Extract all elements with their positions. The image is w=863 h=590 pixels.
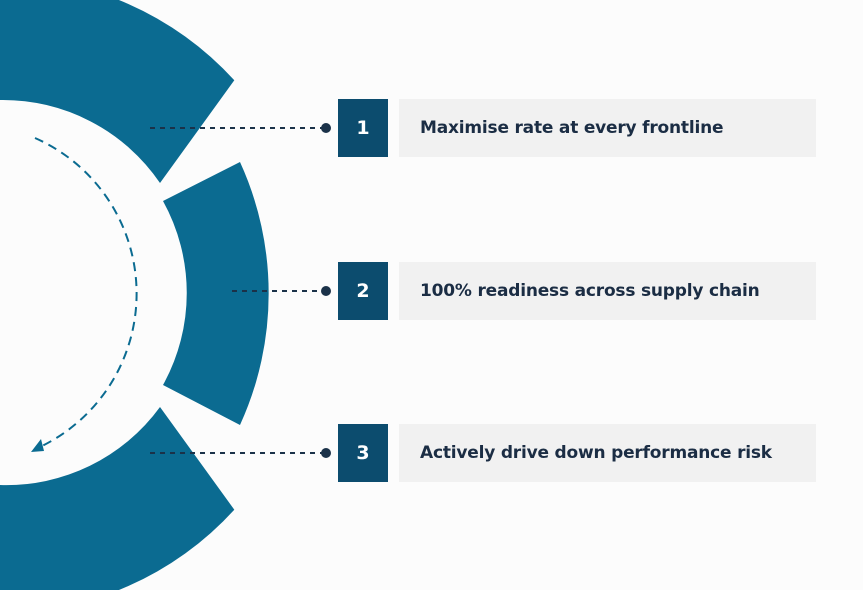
step-badge-3: 3	[338, 424, 388, 482]
ring-segment-1	[0, 0, 235, 183]
connector-dot-3	[321, 448, 331, 458]
step-label-3: Actively drive down performance risk	[420, 443, 772, 463]
step-badge-1: 1	[338, 99, 388, 157]
step-number-2: 2	[356, 280, 370, 302]
step-badge-2: 2	[338, 262, 388, 320]
connector-dot-1	[321, 123, 331, 133]
step-number-3: 3	[356, 442, 370, 464]
step-label-box-2: 100% readiness across supply chain	[399, 262, 816, 320]
step-label-1: Maximise rate at every frontline	[420, 118, 724, 138]
step-number-1: 1	[356, 117, 370, 139]
inner-cycle-arrow	[34, 137, 138, 447]
step-label-2: 100% readiness across supply chain	[420, 281, 760, 301]
ring-segment-2	[163, 162, 269, 425]
step-label-box-1: Maximise rate at every frontline	[399, 99, 816, 157]
inner-cycle-arrowhead	[31, 439, 44, 452]
ring-segment-3	[0, 407, 235, 590]
connector-dot-2	[321, 286, 331, 296]
step-label-box-3: Actively drive down performance risk	[399, 424, 816, 482]
